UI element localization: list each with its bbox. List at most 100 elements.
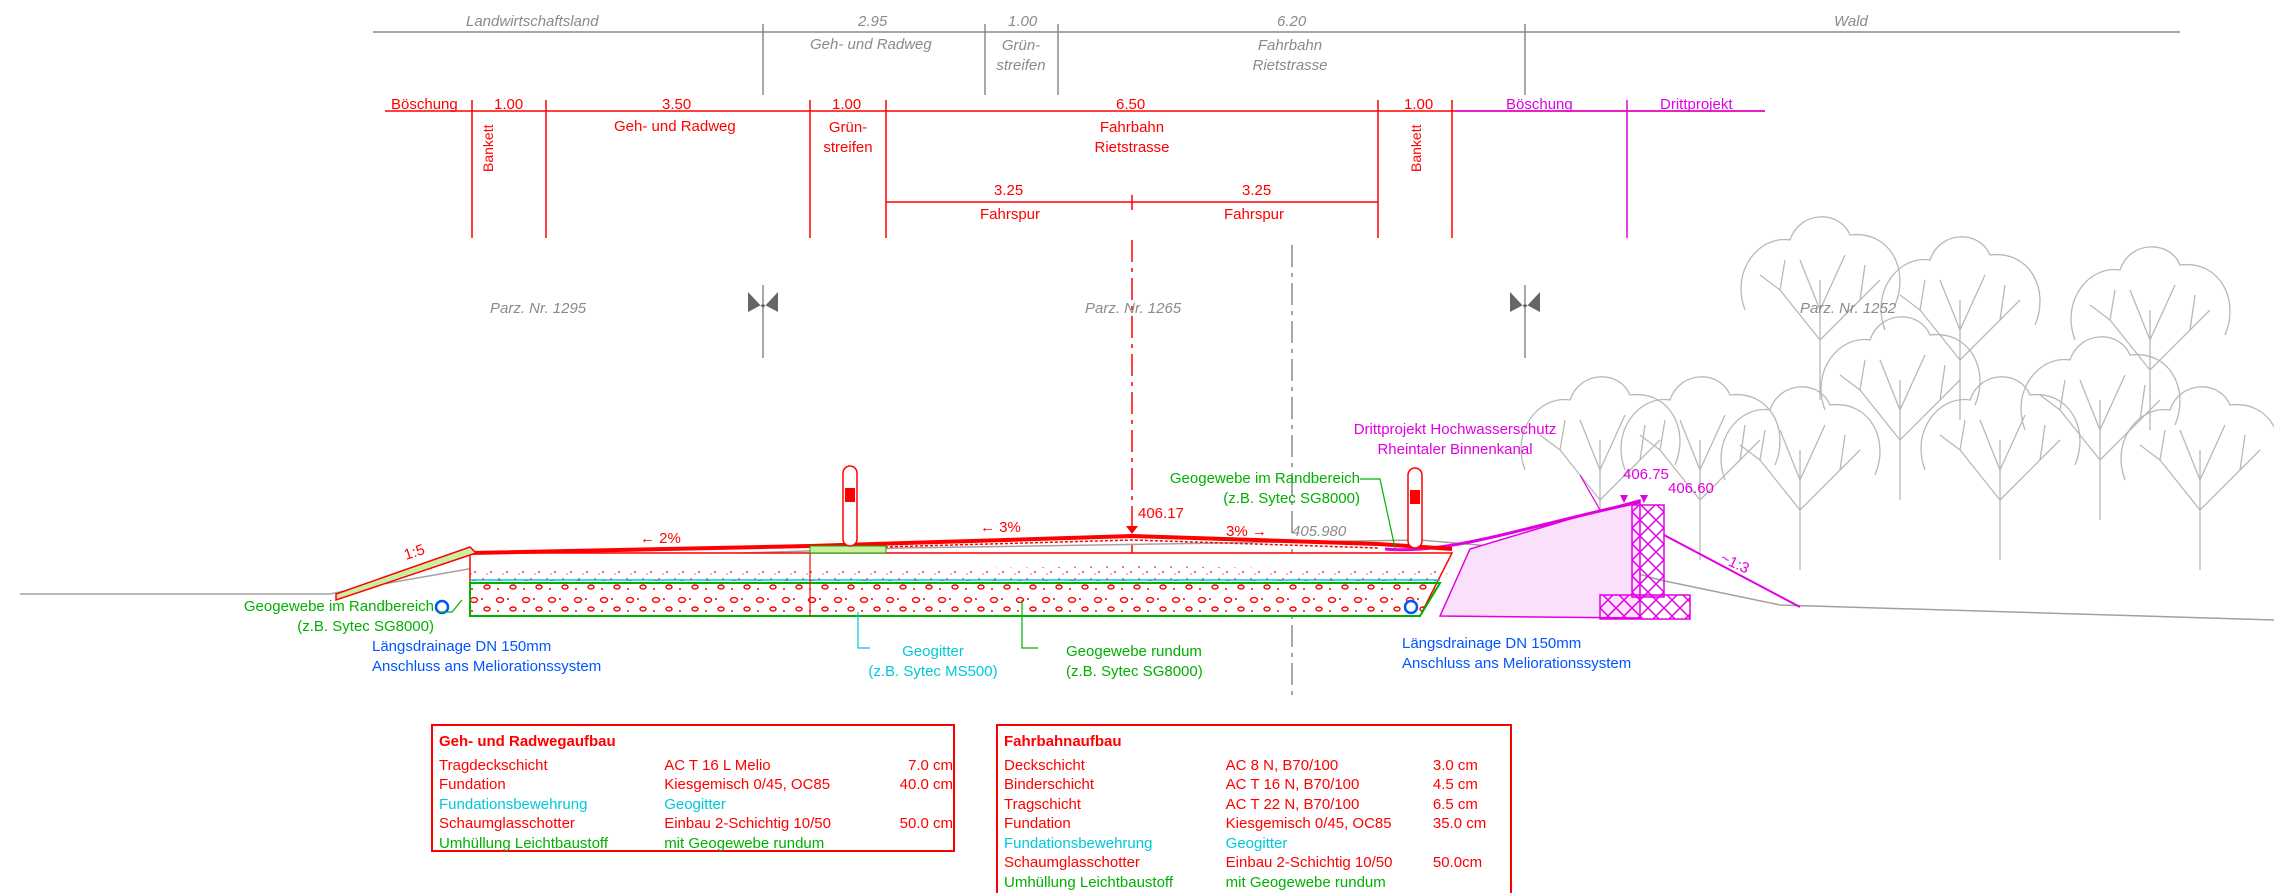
lane-label-left: Fahrspur xyxy=(980,206,1041,223)
note-geo-left-line-1: Geogewebe im Randbereich xyxy=(243,598,434,615)
legend-bike-thickness-3: 50.0 cm xyxy=(899,815,954,832)
legend-bike-thickness-1: 40.0 cm xyxy=(899,776,954,793)
note-geo-top-line-2: (z.B. Sytec SG8000) xyxy=(1223,490,1360,507)
note-drain-right-line-2: Anschluss ans Meliorationssystem xyxy=(1402,655,1632,672)
legend-bike-title: Geh- und Radwegaufbau xyxy=(439,733,616,750)
legend-bike-material-4: mit Geogewebe rundum xyxy=(664,834,825,852)
legend-road-material-6: mit Geogewebe rundum xyxy=(1225,873,1386,891)
note-geogitter-line-2: (z.B. Sytec MS500) xyxy=(868,663,998,680)
projected-zone-bankett-left: Bankett xyxy=(480,124,496,172)
slope-road-left-3pct: ← 3% xyxy=(980,519,1021,536)
elevation-marker-406-60 xyxy=(1620,495,1628,503)
legend-bike-thickness-2 xyxy=(875,795,953,815)
existing-width-green: 1.00 xyxy=(1008,13,1038,30)
projected-width-green: 1.00 xyxy=(832,96,862,113)
note-geo-round-line-1: Geogewebe rundum xyxy=(1066,643,1202,660)
legend-bike-material-1: Kiesgemisch 0/45, OC85 xyxy=(664,776,831,793)
existing-width-road: 6.20 xyxy=(1277,13,1307,30)
drainage-pipe-right xyxy=(1403,599,1419,615)
note-geogitter-line-1: Geogitter xyxy=(902,643,964,660)
slope-bike-2pct: ← 2% xyxy=(640,530,681,547)
parcel-1295: Parz. Nr. 1295 xyxy=(490,300,587,317)
note-geo-round: Geogewebe rundum (z.B. Sytec SG8000) xyxy=(1066,642,1203,682)
note-drain-left: Längsdrainage DN 150mm Anschluss ans Mel… xyxy=(372,637,601,677)
legend-road-material-5: Einbau 2-Schichtig 10/50 xyxy=(1225,854,1393,871)
legend-road-thickness-5: 50.0cm xyxy=(1432,854,1483,871)
legend-bike-material-2: Geogitter xyxy=(664,795,726,813)
third-party-line-2: Rheintaler Binnenkanal xyxy=(1377,441,1533,458)
existing-zone-bike: Geh- und Radweg xyxy=(810,36,932,53)
projected-zone-bike: Geh- und Radweg xyxy=(614,118,736,135)
existing-zone-road: Fahrbahn Rietstrasse xyxy=(1252,37,1328,74)
delineator-post-left xyxy=(842,465,858,547)
projected-width-bankett-left: 1.00 xyxy=(494,96,524,113)
note-geo-top: Geogewebe im Randbereich (z.B. Sytec SG8… xyxy=(1136,469,1360,509)
legend-road-layer-2: Tragschicht xyxy=(1004,795,1081,813)
parcel-1265: Parz. Nr. 1265 xyxy=(1085,300,1182,317)
note-drain-left-line-1: Längsdrainage DN 150mm xyxy=(372,638,552,655)
legend-bike-layer-4: Umhüllung Leichtbaustoff xyxy=(439,834,608,852)
dam-slope-line xyxy=(1663,534,1801,608)
third-party-line-1: Drittprojekt Hochwasserschutz xyxy=(1353,421,1557,438)
drainage-pipe-left xyxy=(434,599,450,615)
legend-road-material-4: Geogitter xyxy=(1225,834,1288,852)
delineator-post-right xyxy=(1407,467,1423,549)
projected-width-bike: 3.50 xyxy=(662,96,692,113)
existing-dividers xyxy=(762,24,1526,95)
existing-zone-landwirtschaftsland: Landwirtschaftsland xyxy=(466,13,599,30)
slope-road-right-3pct: 3% → xyxy=(1226,523,1267,540)
existing-zone-green: Grün- streifen xyxy=(996,37,1046,74)
legend-bike-material-0: AC T 16 L Melio xyxy=(664,756,771,774)
pavement-surface xyxy=(469,533,1453,555)
legend-bike-row: Fundation Kiesgemisch 0/45, OC85 40.0 cm xyxy=(433,775,953,795)
legend-bike-layer-1: Fundation xyxy=(439,776,506,793)
legend-bike-layer-2: Fundationsbewehrung xyxy=(439,795,588,813)
foam-glass-layer xyxy=(470,580,1440,616)
legend-road-row: Umhüllung Leichtbaustoff mit Geogewebe ru… xyxy=(998,873,1510,893)
projected-width-road: 6.50 xyxy=(1116,96,1146,113)
legend-road-layer-1: Binderschicht xyxy=(1004,776,1095,793)
note-geogitter: Geogitter (z.B. Sytec MS500) xyxy=(858,642,1008,682)
legend-road-material-2: AC T 22 N, B70/100 xyxy=(1225,795,1360,813)
elevation-406-17: 406.17 xyxy=(1138,505,1184,522)
legend-bike-layer-3: Schaumglasschotter xyxy=(439,815,575,832)
legend-road-material-0: AC 8 N, B70/100 xyxy=(1225,756,1339,774)
flood-wall-foundation xyxy=(1599,594,1691,620)
elevation-406-75: 406.75 xyxy=(1623,466,1669,483)
existing-width-bike: 2.95 xyxy=(858,13,888,30)
legend-road-material-3: Kiesgemisch 0/45, OC85 xyxy=(1225,815,1392,832)
legend-road-layer-5: Schaumglasschotter xyxy=(1004,854,1140,871)
projected-zone-bankett-right: Bankett xyxy=(1408,124,1424,172)
note-geo-left: Geogewebe im Randbereich (z.B. Sytec SG8… xyxy=(200,597,434,637)
projected-drittprojekt: Drittprojekt xyxy=(1660,96,1733,113)
left-embankment xyxy=(335,546,478,602)
elevation-405-980: 405.980 xyxy=(1292,523,1347,540)
legend-road-layer-6: Umhüllung Leichtbaustoff xyxy=(1004,873,1173,891)
projected-right-boeschung: Böschung xyxy=(1506,96,1573,113)
note-drain-right: Längsdrainage DN 150mm Anschluss ans Mel… xyxy=(1402,634,1631,674)
note-drain-left-line-2: Anschluss ans Meliorationssystem xyxy=(372,658,602,675)
elevation-marker-406-75 xyxy=(1640,495,1648,503)
binder-layer xyxy=(809,539,1379,550)
legend-road-layer-3: Fundation xyxy=(1004,815,1071,832)
elevation-marker-406-17 xyxy=(1126,526,1138,534)
leader-lines xyxy=(438,474,1601,649)
existing-zone-wald: Wald xyxy=(1834,13,1868,30)
legend-road-row: Schaumglasschotter Einbau 2-Schichtig 10/… xyxy=(998,853,1510,873)
parcel-boundary-marker-left xyxy=(748,292,778,312)
note-geo-left-line-2: (z.B. Sytec SG8000) xyxy=(297,618,434,635)
projected-zone-road: Fahrbahn Rietstrasse xyxy=(1094,119,1170,156)
lane-width-left: 3.25 xyxy=(994,182,1024,199)
projected-left-boeschung: Böschung xyxy=(391,96,458,113)
parcel-1252: Parz. Nr. 1252 xyxy=(1800,300,1897,317)
